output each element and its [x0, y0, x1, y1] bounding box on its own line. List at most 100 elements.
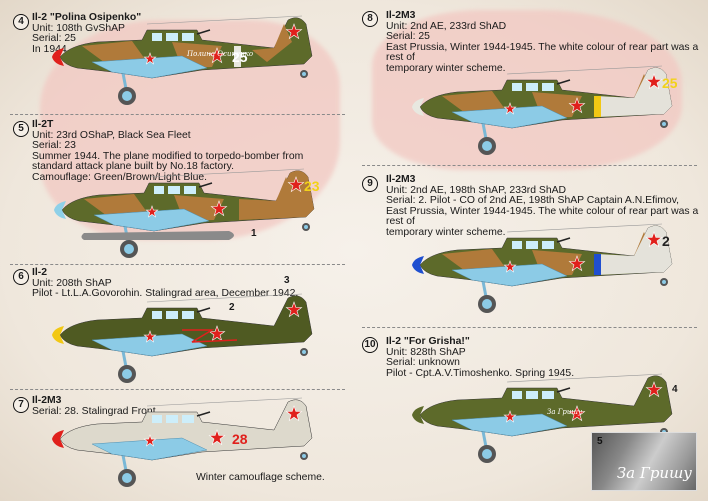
- canopy: [152, 415, 162, 423]
- entry-line: Serial: 2. Pilot - CO of 2nd AE, 198th S…: [386, 195, 680, 207]
- wing: [451, 263, 568, 287]
- red-star-icon: [285, 23, 303, 40]
- wing: [91, 55, 208, 79]
- canopy: [512, 241, 522, 249]
- camouflage: [82, 24, 292, 68]
- canopy: [152, 33, 162, 41]
- tactical-number: 28: [232, 431, 248, 447]
- entry-line: Pilot - Lt.L.A.Govorohin. Stalingrad are…: [32, 288, 299, 300]
- entry-line: Unit: 23rd OShaP, Black Sea Fleet: [32, 129, 191, 141]
- camouflage: [84, 177, 294, 221]
- entry-line: Unit: 2nd AE, 198th ShAP, 233rd ShAD: [386, 184, 567, 196]
- red-star-icon: [143, 52, 157, 65]
- tail-section: [597, 225, 672, 275]
- entry-line: Unit: 2nd AE, 233rd ShAD: [386, 20, 507, 32]
- callout-3: 3: [284, 275, 290, 286]
- spinner: [412, 98, 424, 116]
- entry-line: Serial: unknown: [386, 357, 460, 369]
- spinner: [412, 256, 424, 274]
- spinner: [52, 430, 64, 448]
- tactical-number: 23: [304, 178, 319, 194]
- red-star-icon: [210, 200, 228, 217]
- entry-line: standard attack plane built by No.18 fac…: [32, 161, 234, 173]
- entry-title: Il-2 "For Grisha!": [386, 336, 470, 347]
- red-star-icon: [568, 97, 586, 114]
- canopy: [512, 391, 522, 399]
- entry-title: Il-2M3: [32, 395, 62, 406]
- entry-number: 6: [13, 269, 29, 285]
- fuselage-band: [594, 254, 601, 275]
- callout-4: 4: [672, 384, 678, 395]
- entry-line: temporary winter scheme.: [386, 62, 506, 74]
- red-star-icon: [208, 325, 226, 342]
- entry-line: Camouflage: Green/Brown/Light Blue.: [32, 171, 208, 183]
- entry-line: Serial: 23: [32, 140, 76, 152]
- entry-line: temporary winter scheme.: [386, 226, 506, 238]
- divider: [10, 264, 345, 265]
- reference-photo: За Гришу: [591, 432, 697, 491]
- fuselage-band: [234, 46, 241, 67]
- red-star-icon: [503, 102, 517, 115]
- inscription: За Гришу: [547, 408, 583, 416]
- aircraft-profile-7: 28: [52, 397, 313, 487]
- aircraft-profile-10: За Гришу: [412, 373, 673, 463]
- aircraft-profile-8: 25: [412, 65, 677, 155]
- entry-line: Unit: 108th GvShAP: [32, 22, 125, 34]
- entry-number: 10: [362, 337, 378, 353]
- red-star-icon: [145, 205, 159, 218]
- spinner: [52, 48, 64, 66]
- red-star-icon: [503, 260, 517, 273]
- canopy: [152, 311, 162, 319]
- canopy: [512, 83, 522, 91]
- spinner: [412, 406, 424, 424]
- entry-number: 4: [13, 14, 29, 30]
- tail-section: [239, 170, 314, 220]
- entry-title: Il-2 "Polina Osipenko": [32, 12, 142, 23]
- entry-line: Serial: 28. Stalingrad Front.: [32, 405, 159, 417]
- photo-caption: За Гришу: [616, 464, 692, 482]
- callout-5: 5: [597, 436, 603, 447]
- red-star-icon: [143, 434, 157, 447]
- entry-line: Serial: 25: [386, 31, 430, 43]
- divider: [362, 165, 697, 166]
- red-star-icon: [208, 429, 226, 446]
- red-star-icon: [143, 330, 157, 343]
- entry-line: East Prussia, Winter 1944-1945. The whit…: [386, 205, 699, 228]
- inscription: Полина Осипенко: [186, 50, 253, 58]
- red-star-icon: [645, 381, 663, 398]
- tail-section: [597, 67, 672, 117]
- camouflage: [442, 74, 652, 118]
- red-star-icon: [503, 410, 517, 423]
- entry-number: 5: [13, 121, 29, 137]
- entry-title: Il-2M3: [386, 174, 416, 185]
- wing: [93, 208, 210, 232]
- entry-number: 9: [362, 176, 378, 192]
- red-star-icon: [568, 405, 586, 422]
- red-star-icon: [568, 255, 586, 272]
- callout-2: 2: [229, 302, 235, 313]
- entry-line: East Prussia, Winter 1944-1945. The whit…: [386, 41, 699, 64]
- divider: [10, 114, 345, 115]
- camouflage: [442, 232, 652, 276]
- red-star-icon: [285, 405, 303, 422]
- entry-title: Il-2T: [32, 119, 54, 130]
- entry-line: Unit: 208th ShAP: [32, 277, 112, 289]
- wing: [91, 333, 208, 357]
- torpedo: [81, 231, 234, 240]
- wing: [451, 413, 568, 437]
- wing: [91, 437, 208, 461]
- callout-1: 1: [251, 228, 257, 239]
- wing: [451, 105, 568, 129]
- spinner: [54, 201, 66, 219]
- fuselage-band: [594, 96, 601, 117]
- divider: [362, 327, 697, 328]
- entry-number: 8: [362, 11, 378, 27]
- aircraft-profile-6: [52, 293, 313, 383]
- entry-line: In 1944.: [32, 43, 70, 55]
- entry-line: Unit: 828th ShAP: [386, 346, 466, 358]
- entry-line: Pilot - Cpt.A.V.Timoshenko. Spring 1945.: [386, 367, 575, 379]
- entry-title: Il-2M3: [386, 10, 416, 21]
- tactical-number: 25: [232, 49, 248, 65]
- entry-title: Il-2: [32, 267, 48, 278]
- divider: [10, 389, 345, 390]
